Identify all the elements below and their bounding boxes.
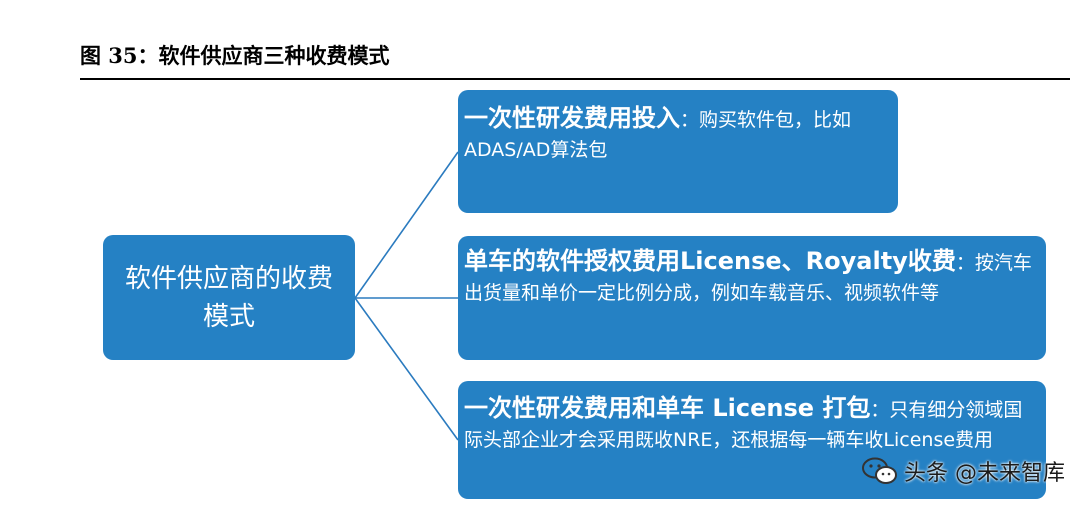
watermark: 头条 @未来智库 — [860, 448, 1070, 494]
branch-node-license-royalty: 单车的软件授权费用License、Royalty收费：按汽车出货量和单价一定比例… — [458, 236, 1046, 360]
connector-line-3 — [354, 297, 459, 441]
title-underline — [80, 78, 1070, 80]
branch-heading: 一次性研发费用和单车 License 打包 — [464, 394, 871, 422]
branch-body: ：按汽车出货量和单价一定比例分成，例如车载音乐、视频软件等 — [464, 252, 1032, 304]
root-node: 软件供应商的收费模式 — [103, 235, 355, 360]
watermark-text: 头条 @未来智库 — [904, 461, 1065, 486]
branch-text: 单车的软件授权费用License、Royalty收费：按汽车出货量和单价一定比例… — [464, 246, 1036, 308]
branch-text: 一次性研发费用和单车 License 打包：只有细分领域国际头部企业才会采用既收… — [464, 393, 1036, 455]
branch-text: 一次性研发费用投入：购买软件包，比如ADAS/AD算法包 — [464, 103, 888, 165]
branch-body: ：购买软件包，比如ADAS/AD算法包 — [464, 109, 852, 161]
branch-node-one-time-rd: 一次性研发费用投入：购买软件包，比如ADAS/AD算法包 — [458, 90, 898, 213]
branch-heading: 一次性研发费用投入 — [464, 104, 680, 132]
figure-title: 图 35：软件供应商三种收费模式 — [80, 43, 390, 68]
root-node-label: 软件供应商的收费模式 — [124, 263, 333, 332]
branch-heading: 单车的软件授权费用License、Royalty收费 — [464, 247, 956, 275]
branch-body: ：只有细分领域国际头部企业才会采用既收NRE，还根据每一辆车收License费用 — [464, 399, 1023, 451]
wechat-icon — [862, 457, 897, 484]
connector-line-1 — [354, 151, 459, 299]
branch-node-bundle: 一次性研发费用和单车 License 打包：只有细分领域国际头部企业才会采用既收… — [458, 381, 1046, 499]
